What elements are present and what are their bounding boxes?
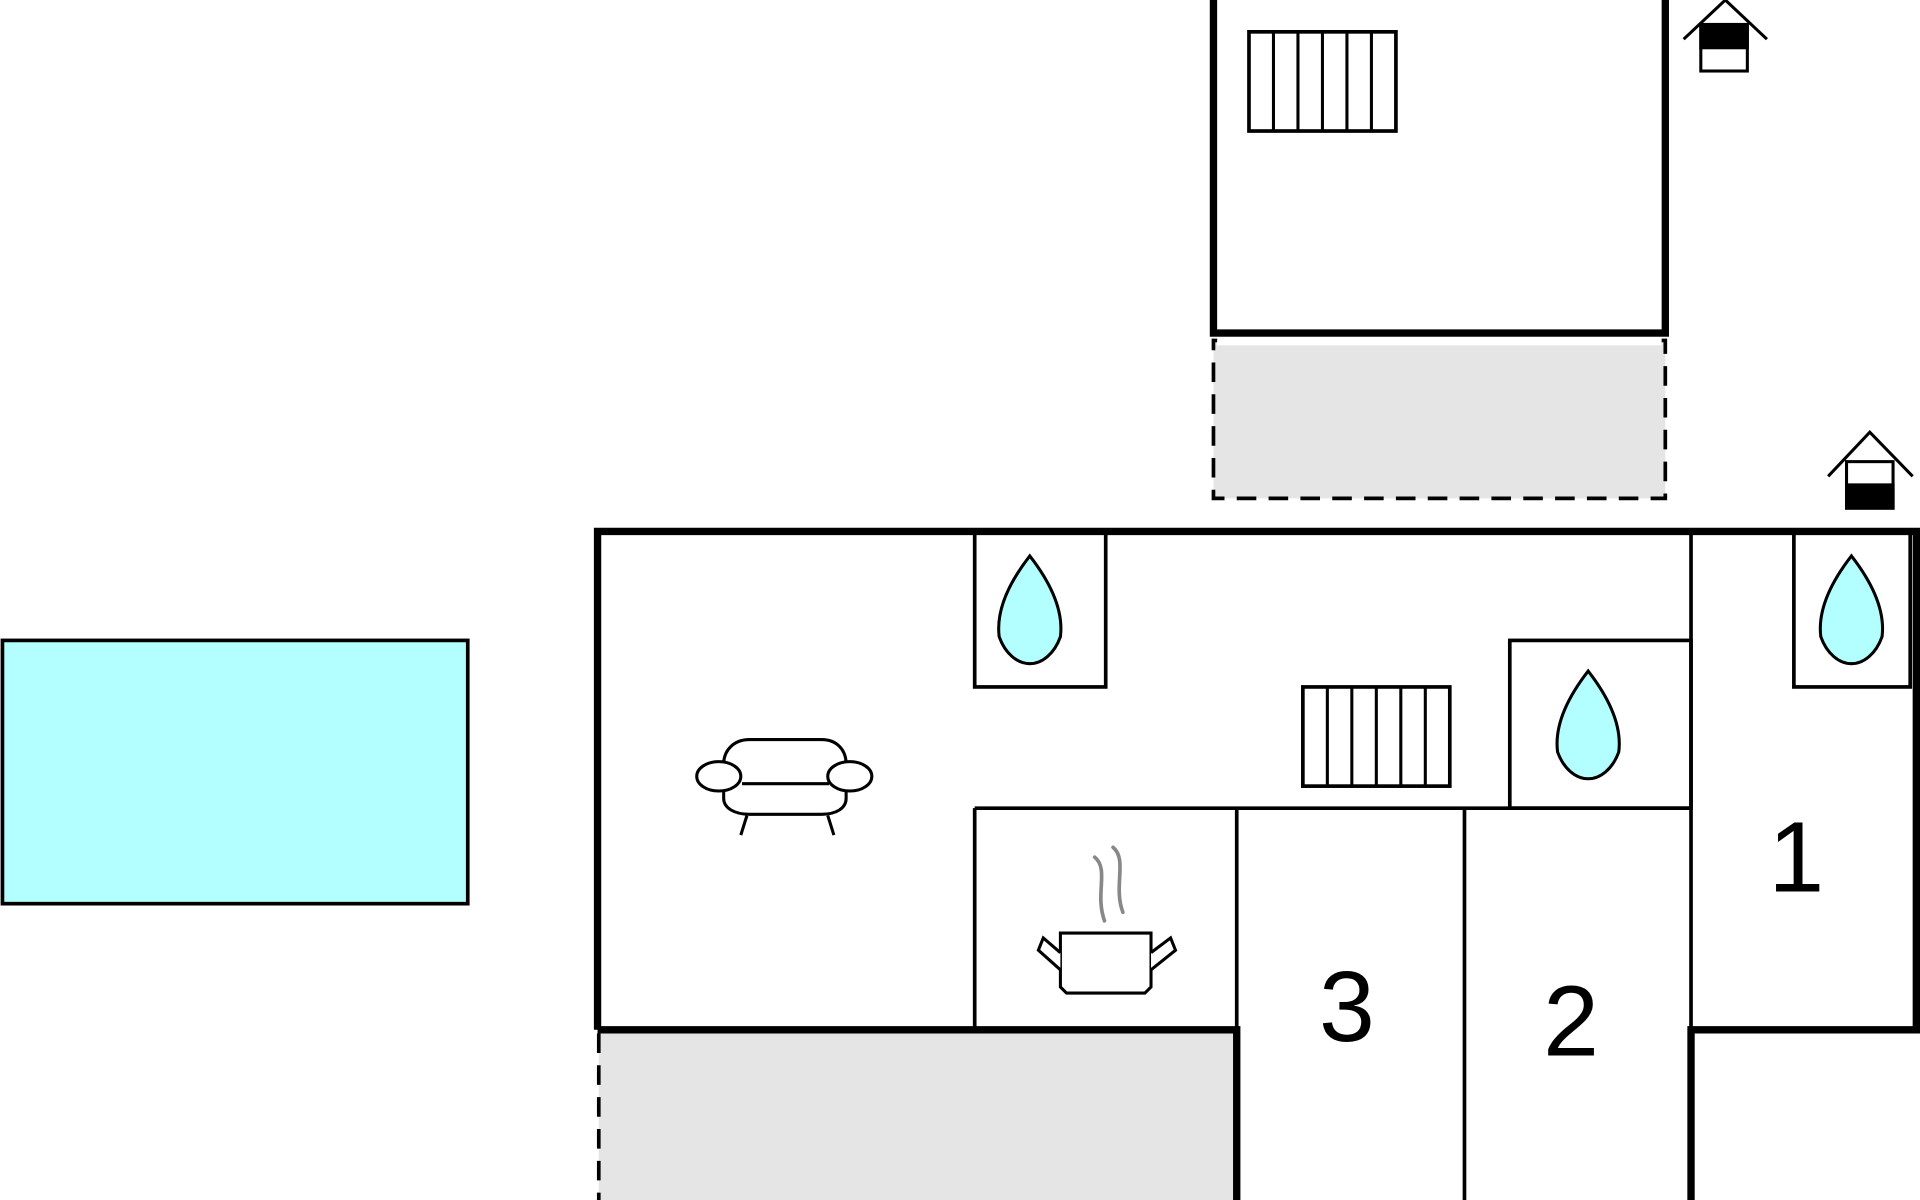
radiator-icon: [1301, 685, 1452, 788]
room-label-1: 1: [1768, 801, 1824, 913]
water-drop-icon: [1555, 669, 1621, 781]
terrace-bottom: [598, 1033, 1235, 1200]
main-building-walls: [593, 527, 1920, 1200]
cooking-pot-icon: [1036, 845, 1178, 995]
room-label-3: 3: [1319, 951, 1375, 1063]
water-drop-icon: [1818, 554, 1885, 666]
pool: [0, 638, 470, 906]
radiator-icon: [1247, 30, 1398, 133]
house-entrance-icon: [1827, 430, 1914, 510]
sofa-icon: [695, 738, 874, 836]
water-drop-icon: [997, 554, 1063, 666]
house-entrance-icon: [1682, 0, 1768, 73]
room-label-2: 2: [1543, 966, 1599, 1078]
terrace-top: [1211, 338, 1668, 501]
